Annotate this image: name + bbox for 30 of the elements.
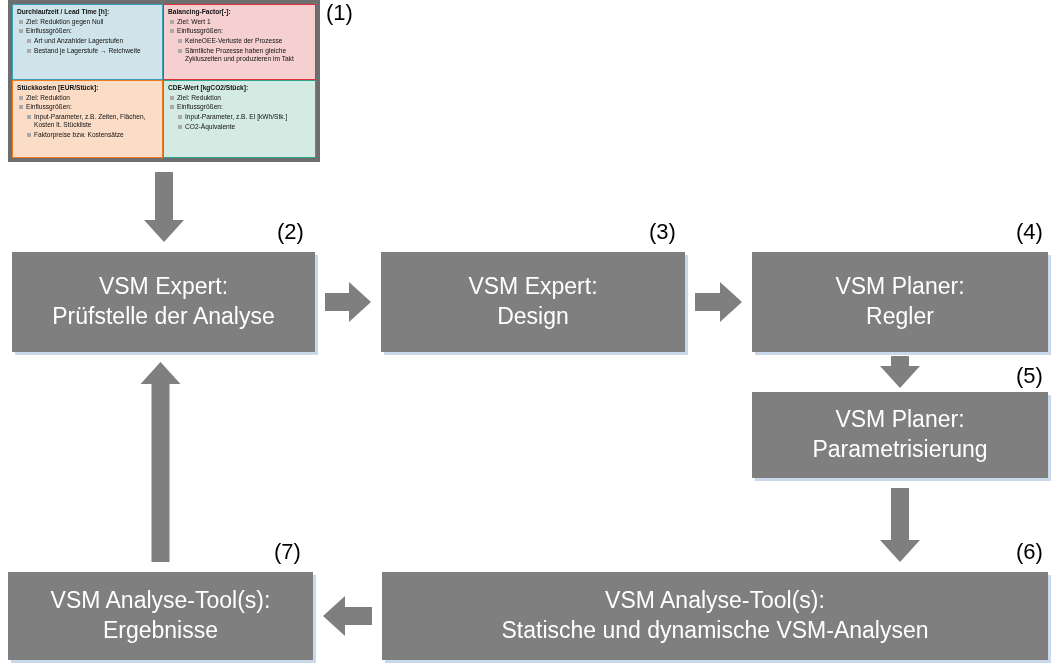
metric-card	[12, 4, 163, 80]
box-text: Parametrisierung	[812, 435, 988, 464]
box-text: Prüfstelle der Analyse	[52, 302, 275, 331]
box-heading: VSM Planer:	[835, 405, 965, 435]
block-arrow	[144, 172, 184, 242]
box-heading: VSM Planer:	[835, 272, 965, 302]
step-number: (2)	[277, 218, 304, 246]
block-arrow	[323, 596, 372, 636]
step-number: (5)	[1016, 362, 1043, 390]
box-heading: VSM Analyse-Tool(s):	[605, 586, 825, 616]
box-heading: VSM Expert:	[468, 272, 598, 302]
box-text: Design	[497, 302, 569, 331]
step-number: (7)	[274, 538, 301, 566]
box-heading: VSM Expert:	[98, 272, 229, 302]
metric-card	[163, 4, 316, 80]
box-text: Statische und dynamische VSM-Analysen	[501, 616, 929, 645]
block-arrow	[880, 356, 920, 388]
box-text: Regler	[866, 302, 934, 331]
step-number: (6)	[1016, 538, 1043, 566]
step-number: (1)	[326, 0, 353, 26]
metric-card	[163, 80, 316, 158]
block-arrow	[140, 362, 181, 562]
block-arrow	[695, 282, 742, 322]
metric-card	[12, 80, 163, 158]
block-arrow	[880, 488, 920, 562]
step-number: (3)	[649, 218, 676, 246]
block-arrow	[325, 282, 371, 322]
box-text: Ergebnisse	[102, 616, 219, 645]
step-number: (4)	[1016, 218, 1043, 246]
box-heading: VSM Analyse-Tool(s):	[50, 586, 271, 616]
